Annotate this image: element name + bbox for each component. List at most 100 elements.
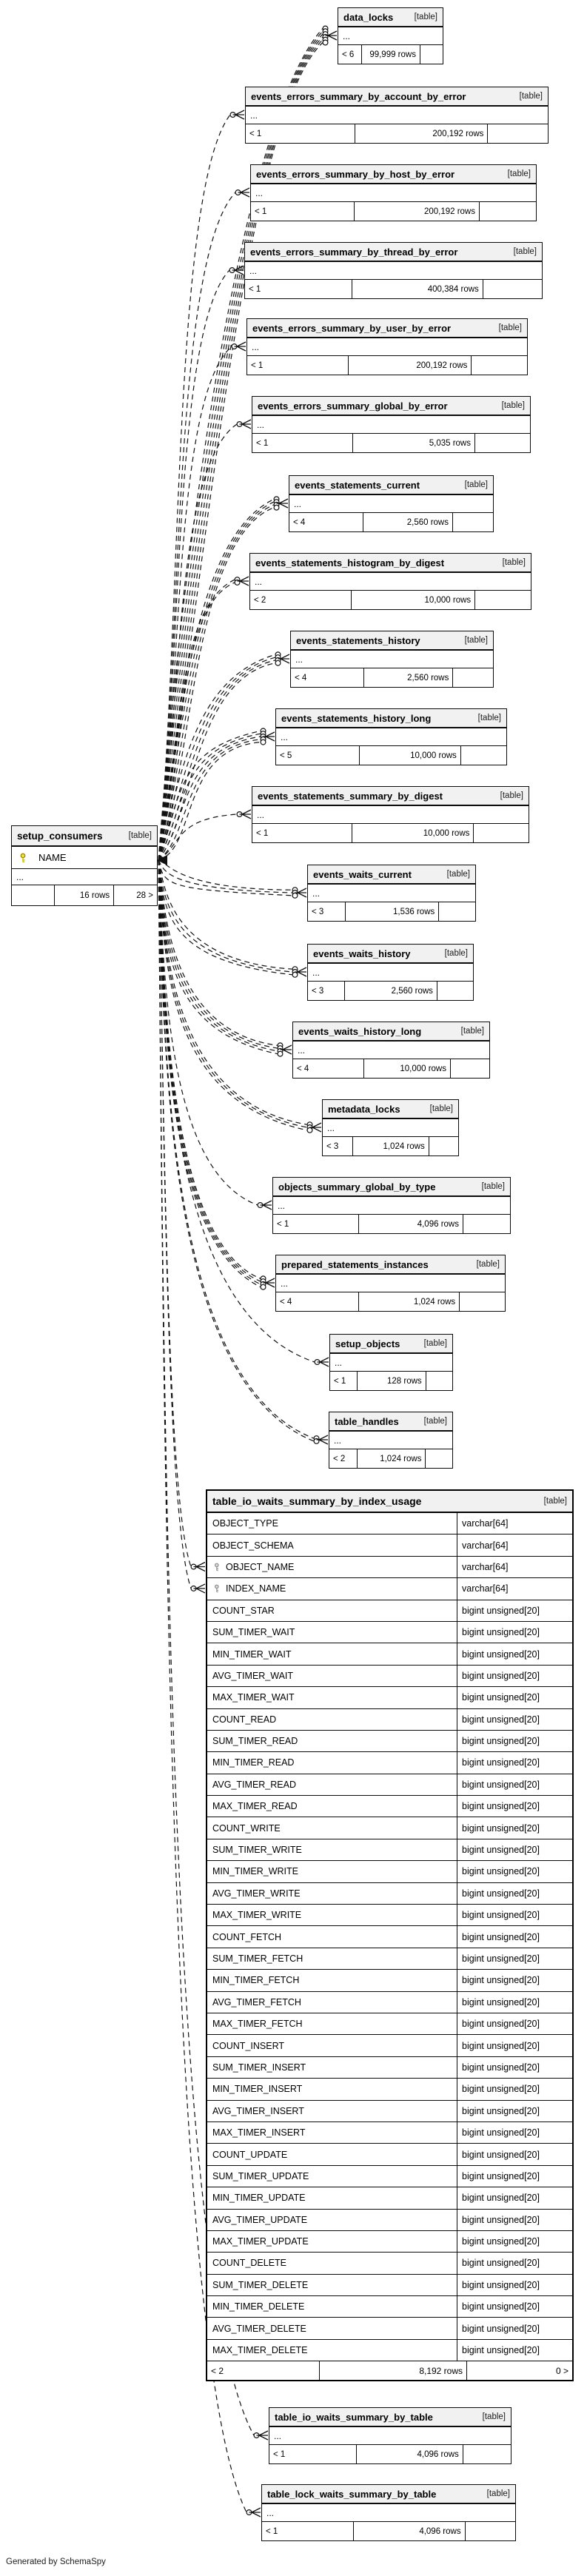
column-type: bigint unsigned[20] bbox=[457, 2230, 572, 2253]
column-name-cell: MIN_TIMER_WAIT bbox=[207, 1643, 457, 1664]
footer-children bbox=[449, 1059, 489, 1078]
footer-rowcount: 1,024 rows bbox=[358, 1292, 459, 1311]
footer-degree: < 3 bbox=[326, 1141, 339, 1151]
table-title[interactable]: events_errors_summary_by_thread_by_error… bbox=[245, 243, 542, 262]
ellipsis-row: ... bbox=[308, 964, 473, 982]
column-name: MIN_TIMER_WAIT bbox=[212, 1648, 292, 1660]
table-name: objects_summary_global_by_type bbox=[278, 1181, 436, 1193]
table-title[interactable]: events_errors_summary_by_account_by_erro… bbox=[246, 87, 548, 107]
table-title[interactable]: events_statements_history_long[table] bbox=[276, 709, 506, 728]
footer-children bbox=[425, 1372, 452, 1390]
column-type: bigint unsigned[20] bbox=[457, 2165, 572, 2187]
column-name: AVG_TIMER_UPDATE bbox=[212, 2214, 308, 2225]
column-type: bigint unsigned[20] bbox=[457, 1600, 572, 1621]
table-title[interactable]: events_statements_current[table] bbox=[289, 476, 493, 495]
table-title[interactable]: prepared_statements_instances[table] bbox=[276, 1255, 505, 1275]
column-name-cell: OBJECT_SCHEMA bbox=[207, 1534, 457, 1555]
table-name: events_statements_history bbox=[296, 634, 420, 646]
footer-children bbox=[460, 746, 506, 765]
table-node-events_errors_summary_global_by_error: events_errors_summary_global_by_error[ta… bbox=[252, 396, 531, 453]
table-title[interactable]: table_io_waits_summary_by_table[table] bbox=[269, 2408, 511, 2427]
column-name: COUNT_FETCH bbox=[212, 1931, 282, 1942]
table-title[interactable]: objects_summary_global_by_type[table] bbox=[273, 1178, 510, 1197]
table-name: table_lock_waits_summary_by_table bbox=[267, 2488, 437, 2500]
column-type: bigint unsigned[20] bbox=[457, 1861, 572, 1882]
table-title[interactable]: events_errors_summary_by_host_by_error[t… bbox=[251, 165, 536, 184]
column-type: bigint unsigned[20] bbox=[457, 1621, 572, 1643]
footer-degree: < 4 bbox=[293, 517, 306, 527]
table-title[interactable]: events_statements_histogram_by_digest[ta… bbox=[250, 554, 531, 573]
footer-degree: < 1 bbox=[277, 1219, 289, 1229]
table-title[interactable]: data_locks[table] bbox=[338, 8, 443, 27]
table-title[interactable]: table_handles[table] bbox=[329, 1412, 452, 1432]
table-title[interactable]: table_io_waits_summary_by_index_usage[ta… bbox=[207, 1491, 572, 1513]
table-badge: [table] bbox=[464, 636, 488, 645]
footer-children bbox=[474, 434, 530, 452]
column-name-cell: MIN_TIMER_INSERT bbox=[207, 2079, 457, 2099]
footer-degree: < 2 bbox=[211, 2365, 224, 2376]
table-name: table_io_waits_summary_by_index_usage bbox=[212, 1495, 422, 1507]
table-title[interactable]: events_errors_summary_global_by_error[ta… bbox=[252, 397, 530, 416]
column-name-cell: AVG_TIMER_READ bbox=[207, 1774, 457, 1795]
column-name-cell: OBJECT_NAME bbox=[207, 1557, 457, 1577]
footer-rowcount: 2,560 rows bbox=[363, 513, 452, 531]
ellipsis-row: ... bbox=[323, 1119, 458, 1137]
column-name-cell: MIN_TIMER_WRITE bbox=[207, 1861, 457, 1882]
table-title[interactable]: events_waits_history_long[table] bbox=[293, 1022, 489, 1042]
footer-rowcount: 10,000 rows bbox=[351, 591, 474, 609]
table-title[interactable]: metadata_locks[table] bbox=[323, 1100, 458, 1119]
column-row-name: NAME bbox=[12, 847, 157, 869]
table-title[interactable]: table_lock_waits_summary_by_table[table] bbox=[262, 2485, 515, 2504]
column-name-cell: COUNT_DELETE bbox=[207, 2253, 457, 2273]
column-name: AVG_TIMER_WRITE bbox=[212, 1888, 301, 1899]
table-title[interactable]: setup_consumers [table] bbox=[12, 826, 157, 847]
column-name-cell: MIN_TIMER_READ bbox=[207, 1752, 457, 1773]
ellipsis-row: ... bbox=[269, 2427, 511, 2445]
column-type: bigint unsigned[20] bbox=[457, 1948, 572, 1970]
ellipsis-row: ... bbox=[247, 338, 527, 356]
footer-children bbox=[438, 902, 475, 921]
ellipsis-row: ... bbox=[273, 1197, 510, 1215]
ellipsis-row: ... bbox=[293, 1042, 489, 1059]
table-title[interactable]: setup_objects[table] bbox=[330, 1335, 452, 1354]
table-footer: < 4 2,560 rows bbox=[289, 513, 493, 531]
footer-rowcount: 200,192 rows bbox=[353, 202, 479, 221]
table-title[interactable]: events_statements_history [table] bbox=[291, 631, 493, 651]
table-name: events_errors_summary_by_host_by_error bbox=[256, 168, 455, 180]
column-type: varchar[64] bbox=[457, 1556, 572, 1578]
footer-children bbox=[482, 280, 542, 298]
column-name: COUNT_INSERT bbox=[212, 2040, 285, 2051]
table-node-events_errors_summary_by_thread_by_error: events_errors_summary_by_thread_by_error… bbox=[244, 242, 543, 299]
table-node-events_errors_summary_by_user_by_error: events_errors_summary_by_user_by_error[t… bbox=[246, 318, 528, 375]
column-type: bigint unsigned[20] bbox=[457, 2253, 572, 2274]
table-name: events_errors_summary_global_by_error bbox=[258, 400, 448, 412]
table-badge: [table] bbox=[464, 480, 488, 489]
column-name-cell: SUM_TIMER_DELETE bbox=[207, 2275, 457, 2295]
table-title[interactable]: events_waits_history[table] bbox=[308, 945, 473, 964]
column-name: SUM_TIMER_READ bbox=[212, 1736, 298, 1747]
column-name-cell: INDEX_NAME bbox=[207, 1578, 457, 1599]
table-title[interactable]: events_errors_summary_by_user_by_error[t… bbox=[247, 319, 527, 338]
table-name: events_waits_history_long bbox=[298, 1025, 422, 1037]
footer-degree bbox=[12, 885, 54, 905]
column-name-cell: MAX_TIMER_WAIT bbox=[207, 1687, 457, 1708]
table-title[interactable]: events_waits_current[table] bbox=[308, 865, 475, 885]
column-name: COUNT_WRITE bbox=[212, 1822, 281, 1834]
table-title[interactable]: events_statements_summary_by_digest[tabl… bbox=[252, 787, 529, 806]
column-name: OBJECT_SCHEMA bbox=[212, 1540, 294, 1551]
